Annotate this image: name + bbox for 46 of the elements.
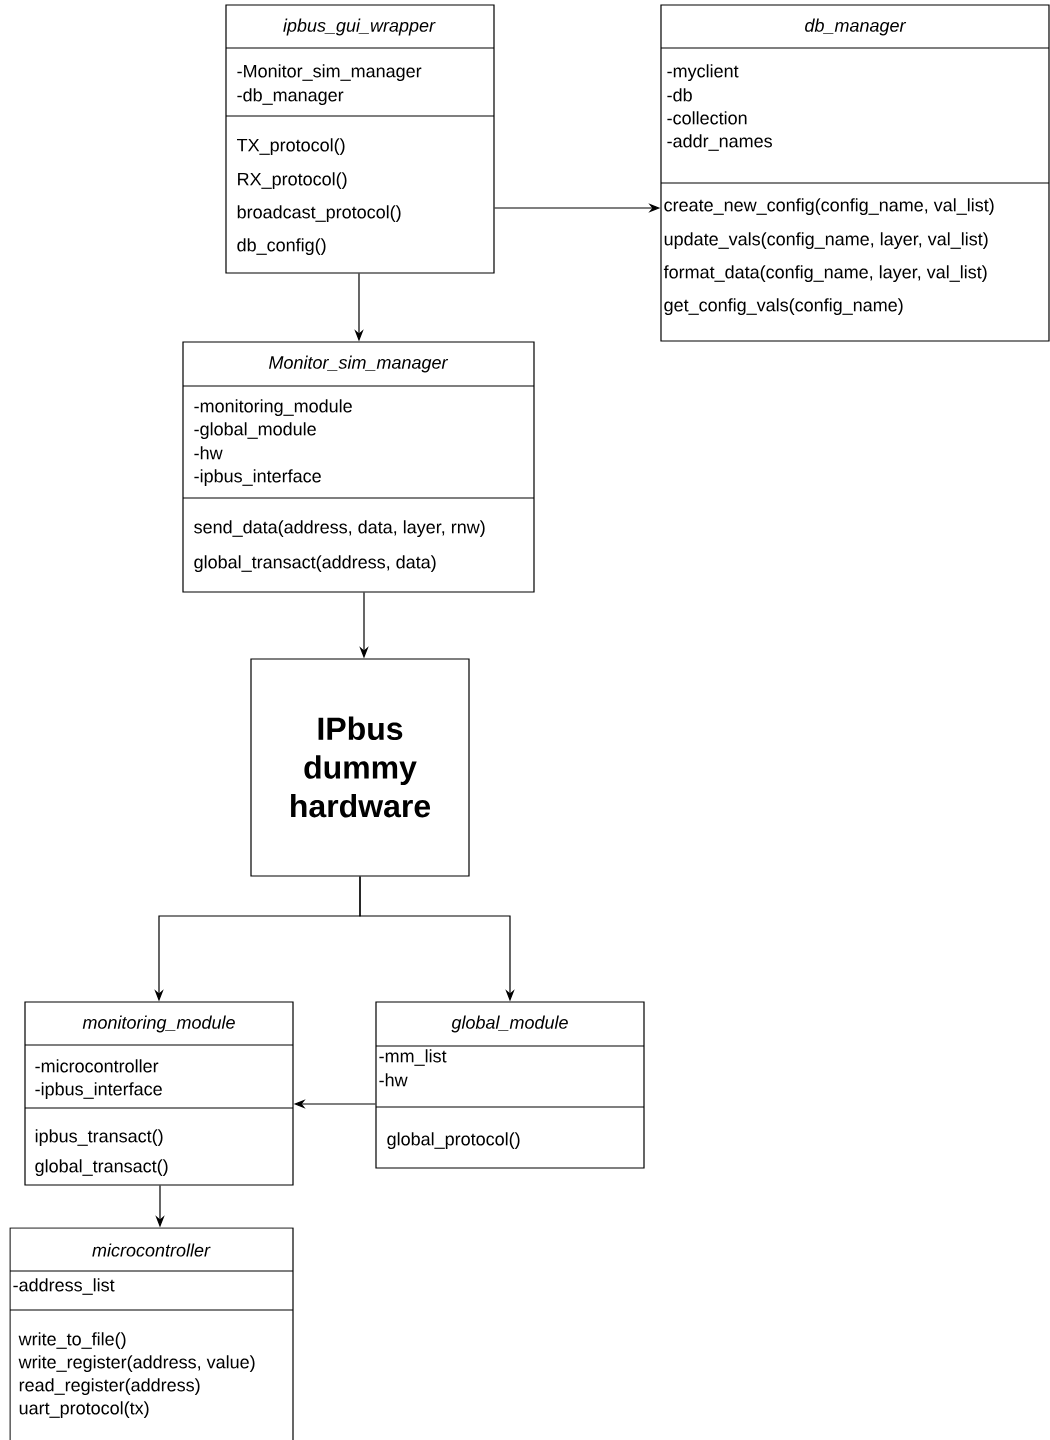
member-text: -monitoring_module bbox=[194, 399, 352, 416]
member-text: -address_list bbox=[13, 1278, 115, 1295]
class-box bbox=[9, 1227, 294, 1440]
member-text: -collection bbox=[667, 111, 747, 125]
class-box bbox=[182, 341, 535, 593]
member-text: TX_protocol() bbox=[237, 138, 345, 156]
member-text: -ipbus_interface bbox=[194, 469, 321, 486]
class-name: ipbus_gui_wrapper bbox=[283, 18, 436, 36]
member-text: ipbus_transact() bbox=[35, 1129, 163, 1146]
member-text: broadcast_protocol() bbox=[237, 205, 401, 222]
member-text: -hw bbox=[194, 446, 223, 460]
member-text: global_transact(address, data) bbox=[194, 555, 436, 572]
class-name: microcontroller bbox=[92, 1243, 211, 1257]
member-text: -hw bbox=[379, 1073, 408, 1087]
class-name: db_manager bbox=[805, 18, 907, 36]
class-name: global_module bbox=[451, 1015, 568, 1033]
member-text: write_to_file() bbox=[18, 1332, 126, 1349]
member-text: -Monitor_sim_manager bbox=[237, 64, 422, 82]
member-text: -db bbox=[667, 88, 692, 102]
member-text: -global_module bbox=[194, 422, 316, 439]
member-text: global_protocol() bbox=[387, 1132, 520, 1149]
member-text: create_new_config(config_name, val_list) bbox=[664, 198, 994, 215]
class-box bbox=[250, 658, 470, 877]
member-text: write_register(address, value) bbox=[18, 1355, 255, 1372]
member-text: -ipbus_interface bbox=[35, 1082, 162, 1099]
class-name: Monitor_sim_manager bbox=[269, 355, 449, 373]
member-text: uart_protocol(tx) bbox=[19, 1401, 149, 1418]
member-text: db_config() bbox=[237, 238, 326, 255]
member-text: RX_protocol() bbox=[238, 172, 347, 190]
member-text: -db_manager bbox=[237, 88, 344, 106]
class-box bbox=[225, 4, 495, 274]
member-text: -mm_list bbox=[379, 1049, 447, 1066]
member-text: -addr_names bbox=[667, 134, 772, 151]
member-text: update_vals(config_name, layer, val_list) bbox=[664, 232, 988, 249]
member-text: global_transact() bbox=[35, 1159, 168, 1176]
class-name: monitoring_module bbox=[82, 1015, 235, 1033]
class-box bbox=[375, 1001, 645, 1169]
class-box bbox=[660, 4, 1050, 342]
member-text: format_data(config_name, layer, val_list) bbox=[663, 265, 987, 282]
box-title: IPbus dummy hardware bbox=[291, 716, 431, 818]
class-box bbox=[24, 1001, 294, 1186]
member-text: get_config_vals(config_name) bbox=[664, 298, 903, 315]
member-text: read_register(address) bbox=[19, 1378, 200, 1395]
member-text: send_data(address, data, layer, rnw) bbox=[194, 520, 485, 537]
member-text: -myclient bbox=[667, 64, 739, 82]
member-text: -microcontroller bbox=[35, 1059, 159, 1073]
